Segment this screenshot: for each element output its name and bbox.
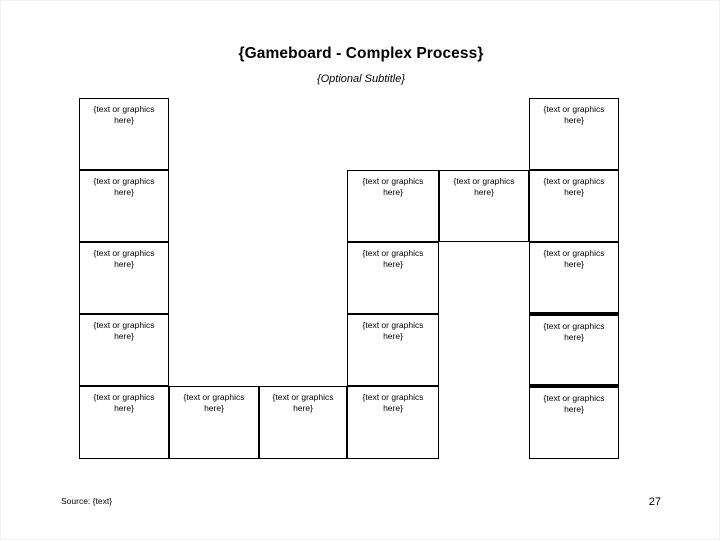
gameboard-cell-label: {text or graphics here} — [543, 393, 605, 414]
page-number: 27 — [648, 496, 661, 508]
gameboard-cell-label: {text or graphics here} — [93, 176, 155, 197]
gameboard-cell-r3c3[interactable]: {text or graphics here} — [347, 242, 439, 314]
gameboard-cell-label: {text or graphics here} — [93, 104, 155, 125]
gameboard-cell-r5c1[interactable]: {text or graphics here} — [79, 386, 169, 459]
gameboard-cell-r5c2b[interactable]: {text or graphics here} — [259, 386, 347, 459]
gameboard-cell-label: {text or graphics here} — [543, 248, 605, 269]
gameboard-cell-r3c1[interactable]: {text or graphics here} — [79, 242, 169, 314]
gameboard-cell-r4c1[interactable]: {text or graphics here} — [79, 314, 169, 386]
gameboard-cell-label: {text or graphics here} — [362, 392, 424, 413]
gameboard-cell-label: {text or graphics here} — [93, 392, 155, 413]
gameboard-cell-r2c5[interactable]: {text or graphics here} — [529, 170, 619, 242]
gameboard-cell-label: {text or graphics here} — [362, 248, 424, 269]
gameboard-cell-label: {text or graphics here} — [543, 176, 605, 197]
gameboard-cell-label: {text or graphics here} — [543, 321, 605, 342]
gameboard-cell-r2c4[interactable]: {text or graphics here} — [439, 170, 529, 242]
gameboard-cell-r5c5[interactable]: {text or graphics here} — [529, 386, 619, 459]
gameboard-cell-r3c5[interactable]: {text or graphics here} — [529, 242, 619, 314]
gameboard-cell-label: {text or graphics here} — [93, 248, 155, 269]
gameboard-cell-r1c1[interactable]: {text or graphics here} — [79, 98, 169, 170]
gameboard-cell-label: {text or graphics here} — [93, 320, 155, 341]
gameboard-cell-r2c3[interactable]: {text or graphics here} — [347, 170, 439, 242]
gameboard-cell-label: {text or graphics here} — [453, 176, 515, 197]
gameboard-cell-label: {text or graphics here} — [362, 320, 424, 341]
gameboard-cell-label: {text or graphics here} — [362, 176, 424, 197]
gameboard-cell-r2c1[interactable]: {text or graphics here} — [79, 170, 169, 242]
gameboard-cell-r1c5[interactable]: {text or graphics here} — [529, 98, 619, 170]
gameboard-cell-label: {text or graphics here} — [543, 104, 605, 125]
gameboard-cell-r4c5[interactable]: {text or graphics here} — [529, 314, 619, 386]
gameboard-cell-r5c3[interactable]: {text or graphics here} — [347, 386, 439, 459]
gameboard-cell-r5c2[interactable]: {text or graphics here} — [169, 386, 259, 459]
gameboard-cell-r4c3[interactable]: {text or graphics here} — [347, 314, 439, 386]
gameboard-cell-label: {text or graphics here} — [183, 392, 245, 413]
source-label: Source: {text} — [61, 496, 113, 506]
page-subtitle: {Optional Subtitle} — [316, 73, 406, 85]
page-title: {Gameboard - Complex Process} — [238, 45, 484, 62]
gameboard-cell-label: {text or graphics here} — [272, 392, 334, 413]
